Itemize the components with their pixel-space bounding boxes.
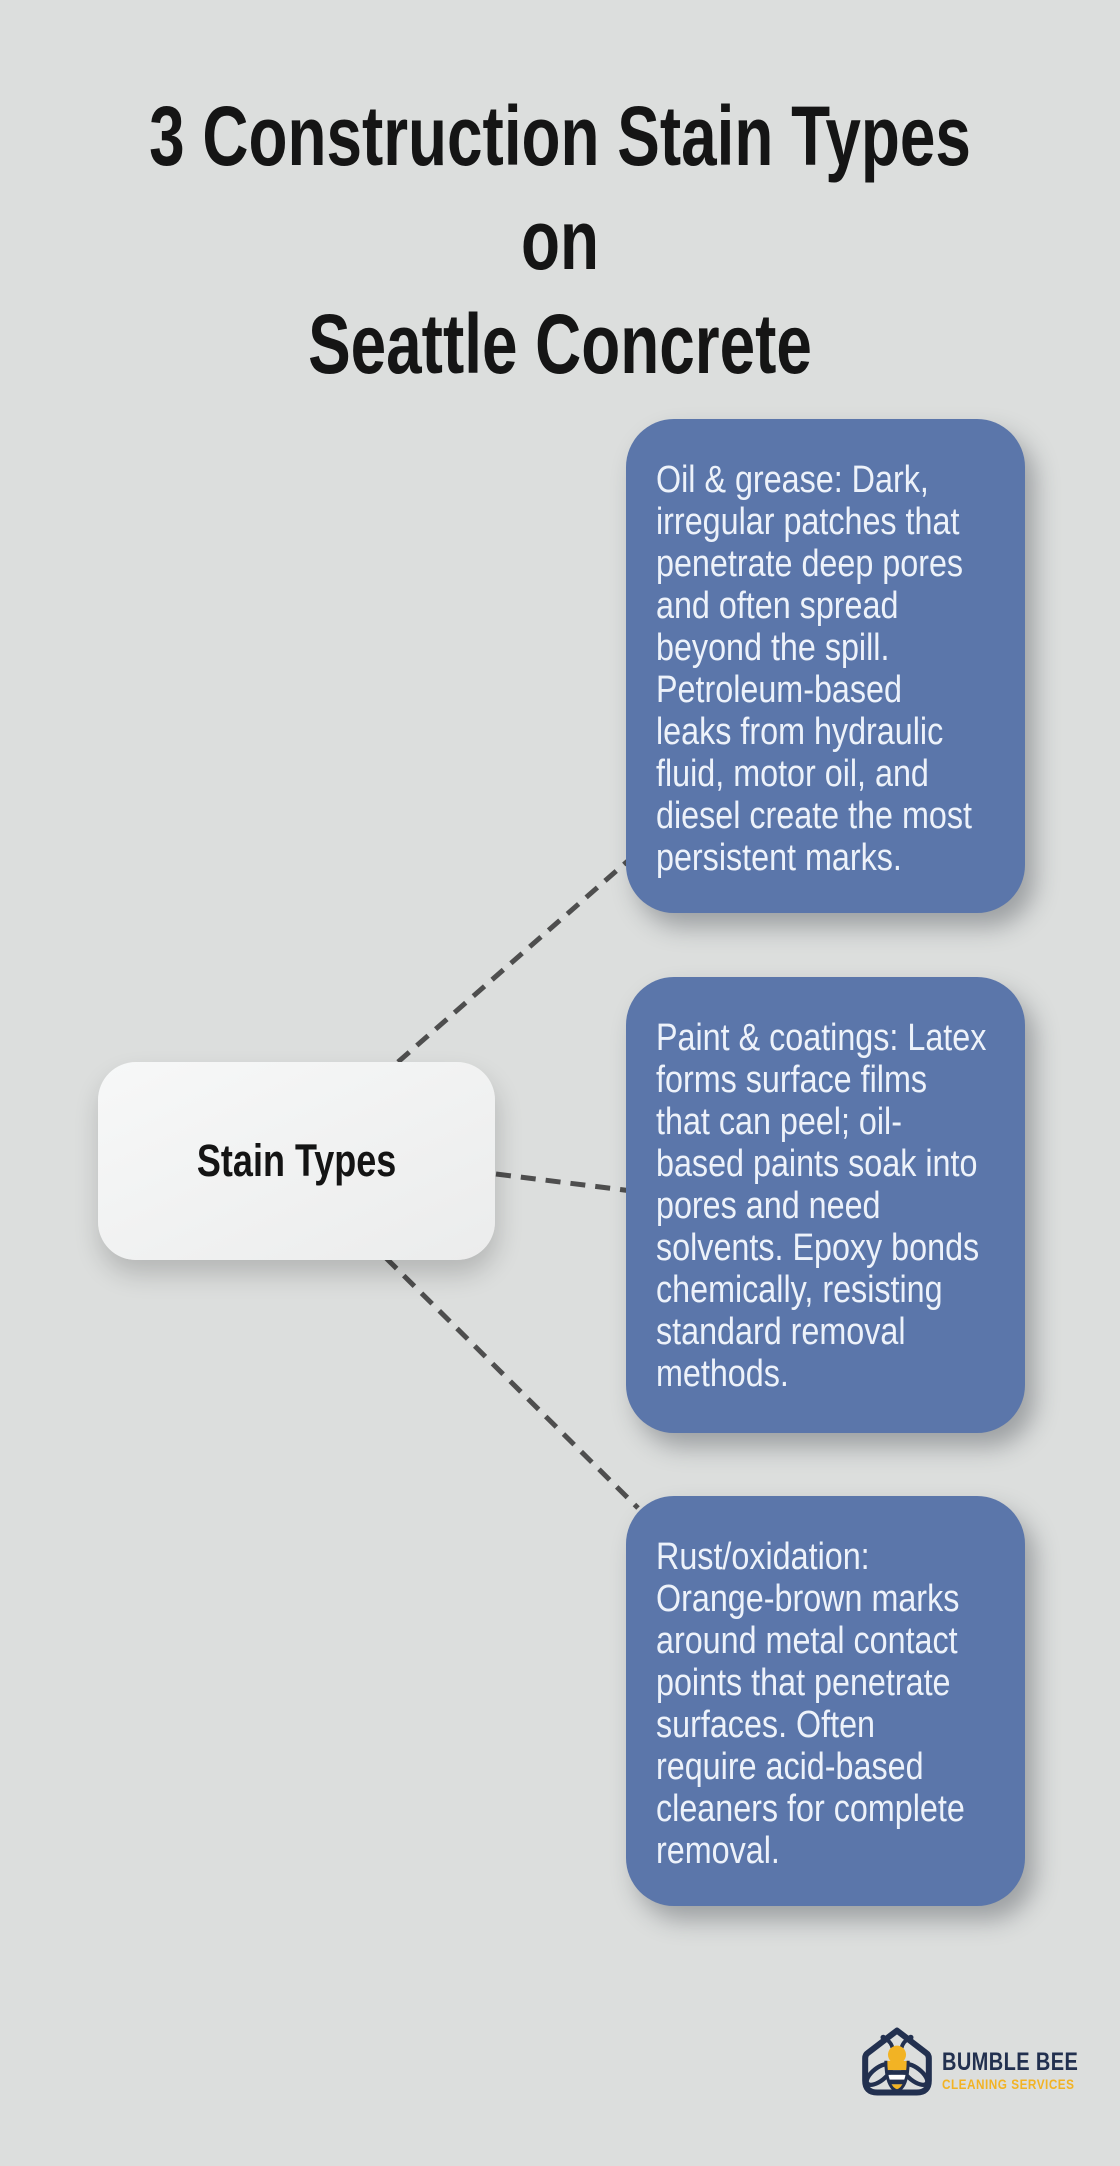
- connector-line-oil: [396, 843, 648, 1064]
- center-node-label: Stain Types: [196, 1135, 397, 1186]
- card-oil-grease-text: Oil & grease: Dark, irregular patches th…: [656, 459, 972, 879]
- logo-name: BUMBLE BEE: [942, 2048, 1079, 2076]
- card-rust-oxidation-text: Rust/oxidation: Orange-brown marks aroun…: [656, 1536, 965, 1872]
- connector-line-rust: [384, 1256, 640, 1510]
- card-oil-grease: Oil & grease: Dark, irregular patches th…: [626, 419, 1025, 913]
- logo-bumble-bee: BUMBLE BEE CLEANING SERVICES: [854, 2022, 1112, 2108]
- connector-line-paint: [495, 1171, 641, 1195]
- card-paint-coatings: Paint & coatings: Latex forms surface fi…: [626, 977, 1025, 1433]
- logo-text: BUMBLE BEE CLEANING SERVICES: [942, 2022, 1112, 2093]
- card-paint-coatings-text: Paint & coatings: Latex forms surface fi…: [656, 1017, 987, 1395]
- page-title: 3 Construction Stain Types on Seattle Co…: [149, 89, 971, 391]
- center-node-stain-types: Stain Types: [98, 1062, 495, 1260]
- card-rust-oxidation: Rust/oxidation: Orange-brown marks aroun…: [626, 1496, 1025, 1906]
- bee-in-house-icon: [862, 2027, 932, 2096]
- logo-tagline: CLEANING SERVICES: [942, 2076, 1075, 2092]
